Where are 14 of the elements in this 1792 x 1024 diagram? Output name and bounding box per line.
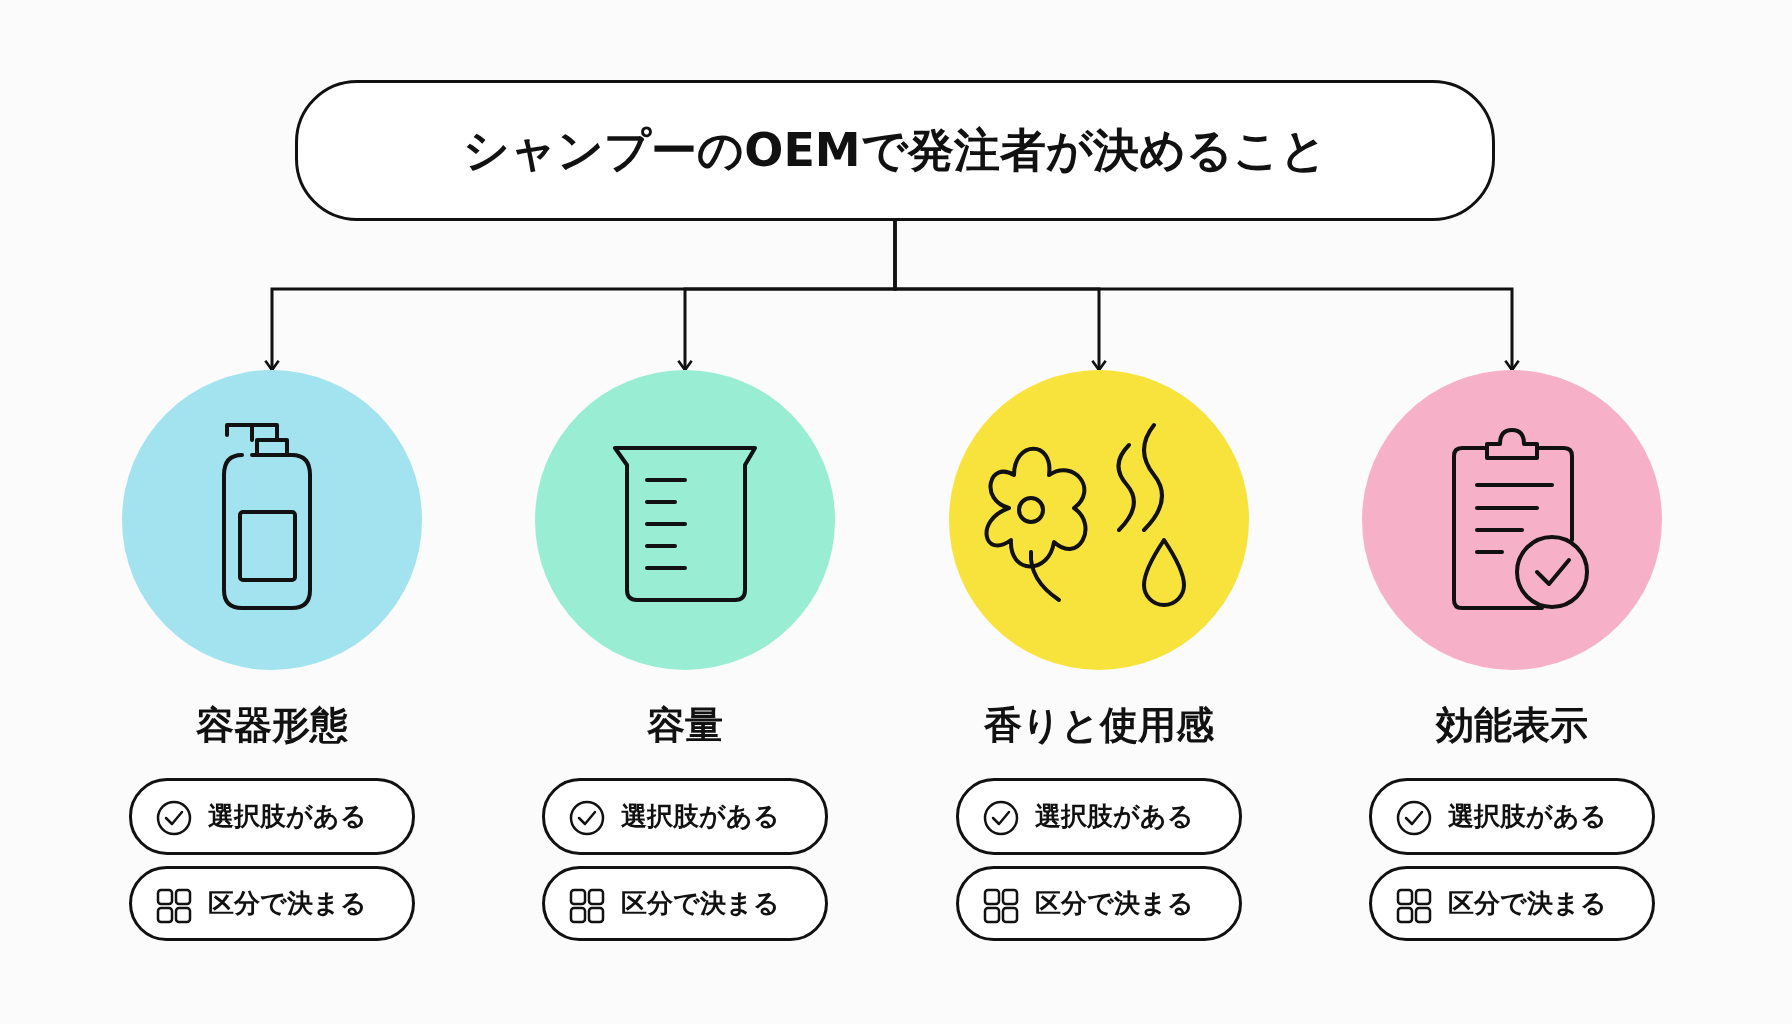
category-heading: 容器形態 (195, 702, 349, 749)
tag-text: 区分で決まる (208, 887, 367, 920)
title-text: シャンプーのOEMで発注者が決めること (463, 121, 1327, 179)
tag-text: 選択肢がある (1448, 800, 1607, 833)
tag-text: 選択肢がある (208, 800, 367, 833)
tag-text: 選択肢がある (621, 800, 780, 833)
tag-text: 選択肢がある (1035, 800, 1194, 833)
tag-text: 区分で決まる (621, 887, 780, 920)
tag-text: 区分で決まる (1448, 887, 1607, 920)
connector-arrow (893, 221, 1520, 372)
category-heading: 香りと使用感 (983, 702, 1215, 749)
category-heading: 効能表示 (1434, 702, 1589, 749)
tag-text: 区分で決まる (1035, 887, 1194, 920)
category-heading: 容量 (646, 702, 724, 749)
